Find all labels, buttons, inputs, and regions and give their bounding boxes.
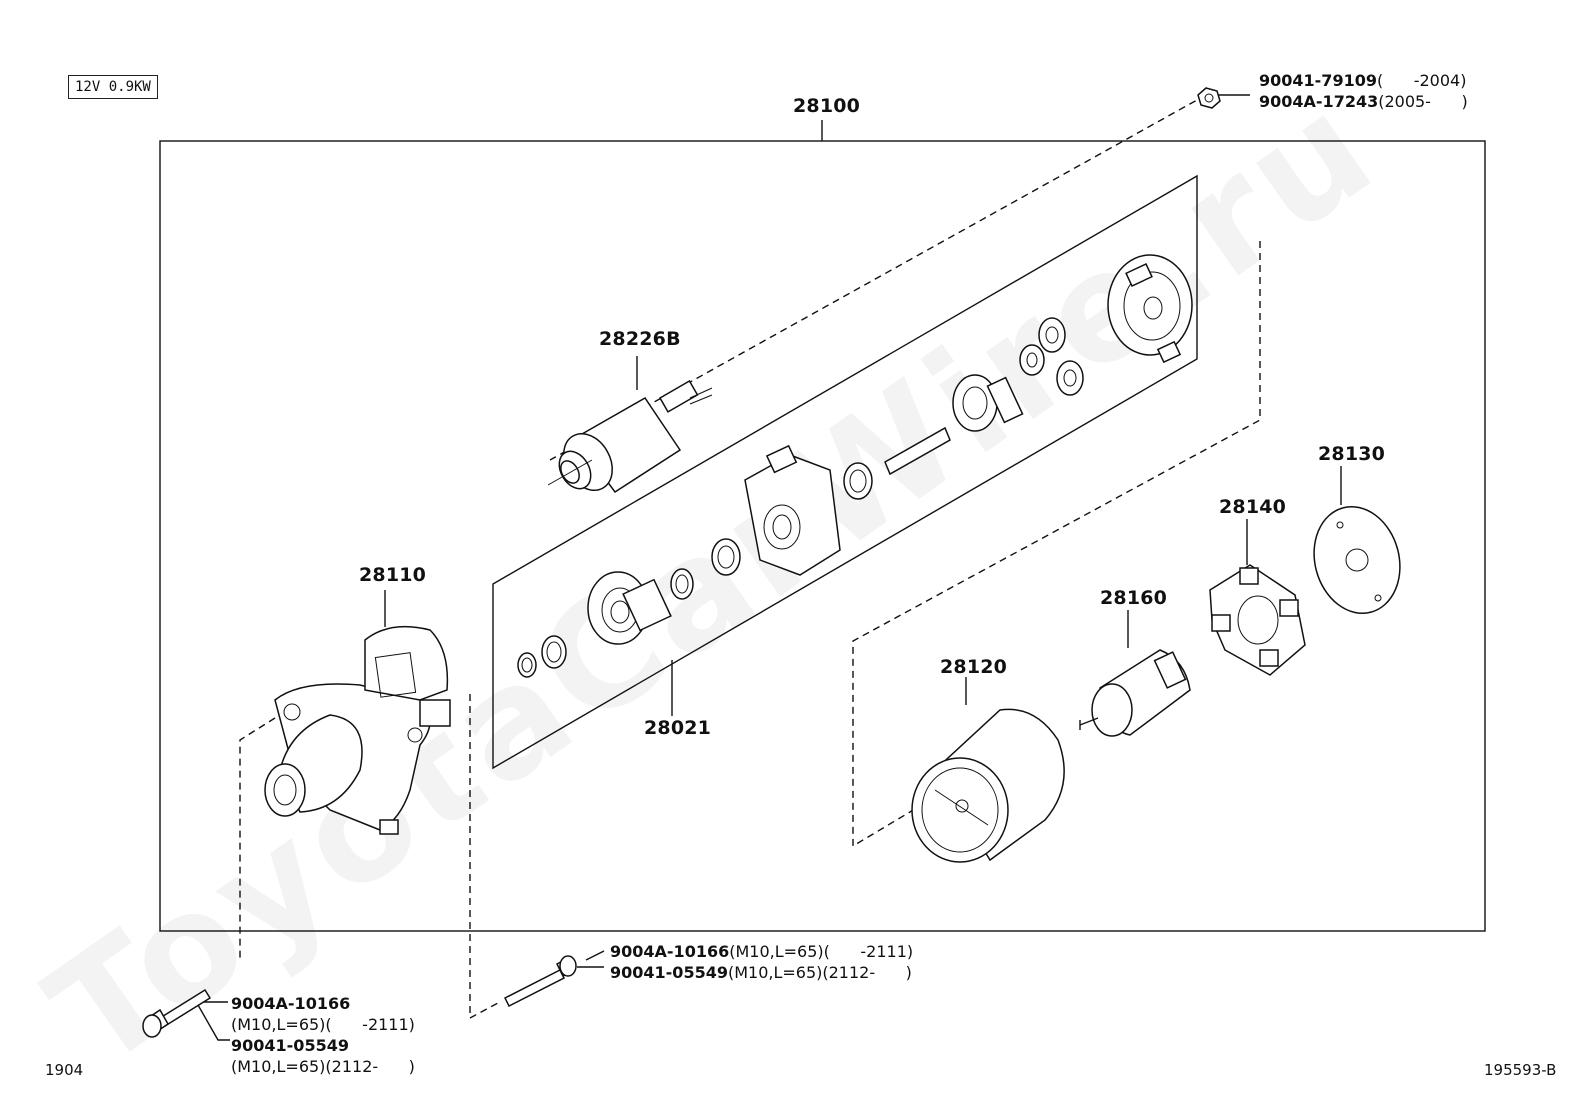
thrust-washer-icon bbox=[843, 462, 873, 500]
armature-icon bbox=[1079, 649, 1191, 737]
bolt-middle-spec-2: (M10,L=65)(2112- ) bbox=[727, 963, 912, 982]
nut-range-1: ( -2004) bbox=[1376, 71, 1467, 90]
stop-collar-icon bbox=[541, 635, 567, 669]
drive-lever-icon bbox=[744, 444, 841, 576]
nut-part-number-2: 9004A-17243 bbox=[1259, 92, 1379, 111]
yoke-icon bbox=[911, 708, 1065, 863]
bolt-middle-callout-line1: 9004A-10166(M10,L=65)( -2111) bbox=[610, 944, 913, 960]
nut-range-2: (2005- ) bbox=[1378, 92, 1468, 111]
bolt-left-icon bbox=[142, 988, 212, 1038]
nut-callout-line2: 9004A-17243(2005- ) bbox=[1259, 94, 1468, 110]
nut-icon bbox=[1197, 87, 1221, 109]
part-label-28120: 28120 bbox=[940, 656, 1008, 678]
gear-set-panel bbox=[492, 174, 1198, 770]
bolt-middle-part-number-1: 9004A-10166 bbox=[610, 942, 730, 961]
end-frame-icon bbox=[1313, 505, 1401, 615]
bolt-left-spec-2: (M10,L=65)(2112- ) bbox=[231, 1057, 415, 1076]
footer-right-code: 195593-B bbox=[1484, 1061, 1557, 1079]
assembly-code-label: 28100 bbox=[793, 95, 861, 117]
spec-box: 12V 0.9KW bbox=[68, 75, 158, 99]
internal-gear-icon bbox=[1107, 254, 1193, 364]
part-label-28226b: 28226B bbox=[599, 328, 681, 350]
clutch-pinion-icon bbox=[587, 571, 672, 645]
bolt-middle-callout-line2: 90041-05549(M10,L=65)(2112- ) bbox=[610, 965, 912, 981]
brush-holder-icon bbox=[1209, 564, 1306, 676]
bolt-middle-part-number-2: 90041-05549 bbox=[610, 963, 728, 982]
part-label-28160: 28160 bbox=[1100, 587, 1168, 609]
nut-callout-line1: 90041-79109( -2004) bbox=[1259, 73, 1466, 89]
bolt-left-part-number-2: 90041-05549 bbox=[231, 1036, 349, 1055]
footer-left-code: 1904 bbox=[45, 1061, 84, 1079]
retaining-ring-icon bbox=[517, 652, 537, 678]
planetary-shaft-icon bbox=[884, 374, 1024, 476]
washer-icon bbox=[711, 538, 741, 576]
planet-gear-icon bbox=[1019, 317, 1084, 396]
snap-ring-icon bbox=[670, 568, 694, 600]
bolt-left-part-number-1: 9004A-10166 bbox=[231, 994, 351, 1013]
bolt-left-spec-1: (M10,L=65)( -2111) bbox=[231, 1015, 415, 1034]
nut-part-number-1: 90041-79109 bbox=[1259, 71, 1377, 90]
drive-housing-icon bbox=[264, 625, 451, 835]
part-label-28110: 28110 bbox=[359, 564, 427, 586]
part-label-28140: 28140 bbox=[1219, 496, 1287, 518]
part-label-28130: 28130 bbox=[1318, 443, 1386, 465]
bolt-middle-spec-1: (M10,L=65)( -2111) bbox=[729, 942, 914, 961]
part-label-28021: 28021 bbox=[644, 717, 712, 739]
solenoid-icon bbox=[547, 379, 713, 494]
bolt-middle-icon bbox=[503, 955, 577, 1008]
